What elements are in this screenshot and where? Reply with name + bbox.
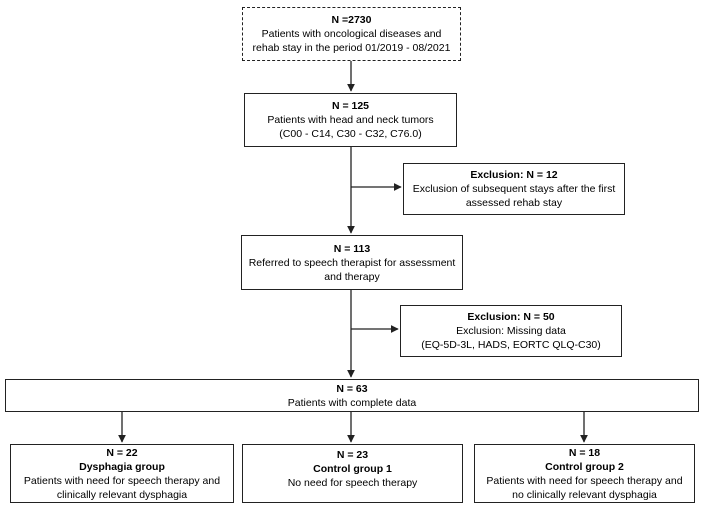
total-desc-line-1: Patients with oncological diseases and [261,28,442,40]
control2-group-name: Control group 2 [545,460,624,473]
exclusion-2-desc-line-2: (EQ-5D-3L, HADS, EORTC QLQ-C30) [421,339,601,351]
referred-count: N = 113 [333,242,371,255]
head-neck-box: N = 125 Patients with head and neck tumo… [244,93,457,147]
control-group-1-box: N = 23 Control group 1 No need for speec… [242,444,463,503]
head-neck-desc-line-2: (C00 - C14, C30 - C32, C76.0) [279,128,422,140]
control1-group-name: Control group 1 [313,463,392,475]
dysphagia-group-box: N = 22 Dysphagia group Patients with nee… [10,444,234,503]
exclusion-2-count: N = 50 [523,311,555,323]
exclusion-1-count: N = 12 [526,169,558,181]
control1-desc: No need for speech therapy [287,477,418,489]
exclusion-2-desc-line-1: Exclusion: Missing data [456,325,566,337]
exclusion-2-header: Exclusion: N = 50 [467,310,554,324]
complete-data-box: N = 63 Patients with complete data [5,379,699,412]
control1-count: N = 23 [336,449,369,461]
complete-desc: Patients with complete data [287,396,417,409]
control-group-2-box: N = 18 Control group 2 Patients with nee… [474,444,695,503]
exclusion-2-label: Exclusion: [467,311,521,323]
dysphagia-count: N = 22 [106,446,138,459]
head-neck-count: N = 125 [331,100,370,112]
exclusion-2-box: Exclusion: N = 50 Exclusion: Missing dat… [400,305,622,357]
exclusion-1-header: Exclusion: N = 12 [470,168,557,182]
dysphagia-desc-line-1: Patients with need for speech therapy an… [23,474,221,487]
control2-count: N = 18 [568,446,601,459]
control2-desc-line-2: no clinically relevant dysphagia [512,488,657,501]
complete-count: N = 63 [336,382,368,395]
referred-desc-line-1: Referred to speech therapist for assessm… [248,256,456,269]
head-neck-desc-line-1: Patients with head and neck tumors [267,114,434,126]
exclusion-1-box: Exclusion: N = 12 Exclusion of subsequen… [403,163,625,215]
exclusion-1-desc-line-2: assessed rehab stay [465,197,563,209]
total-patients-box: N =2730 Patients with oncological diseas… [242,7,461,61]
total-desc-line-2: rehab stay in the period 01/2019 - 08/20… [252,42,451,54]
exclusion-1-label: Exclusion: [470,169,524,181]
control2-desc-line-1: Patients with need for speech therapy an… [486,474,683,487]
referred-box: N = 113 Referred to speech therapist for… [241,235,463,290]
referred-desc-line-2: and therapy [324,270,380,283]
exclusion-1-desc-line-1: Exclusion of subsequent stays after the … [412,183,616,195]
dysphagia-group-name: Dysphagia group [79,460,165,473]
dysphagia-desc-line-2: clinically relevant dysphagia [56,488,188,501]
total-count: N =2730 [331,14,372,26]
